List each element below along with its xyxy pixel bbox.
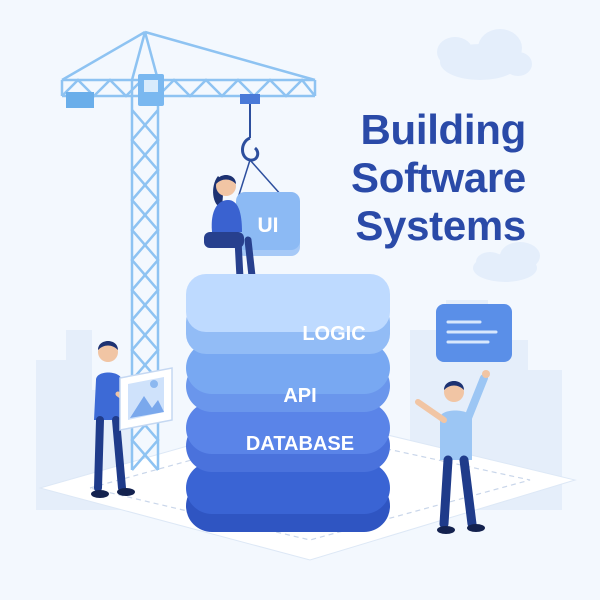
database-layer: DATABASE (186, 402, 390, 472)
ui-panel: UI (236, 192, 300, 256)
logic-layer-label: LOGIC (302, 323, 365, 345)
hook-icon (237, 104, 283, 199)
text-card-icon (436, 304, 512, 362)
database-layer-label: DATABASE (246, 433, 354, 455)
title-line-3: Systems (355, 202, 526, 249)
base-layer (186, 462, 390, 532)
man-right-icon (415, 370, 490, 534)
woman-icon (204, 175, 263, 292)
logic-layer: LOGIC (186, 274, 390, 354)
ui-layer-label: UI (258, 214, 279, 237)
crane-trolley (240, 94, 260, 104)
api-layer: API (186, 342, 390, 412)
cloud-icon (473, 242, 540, 282)
title-line-2: Software (351, 154, 526, 201)
crane-counterweight (66, 92, 94, 108)
title-line-1: Building (360, 106, 526, 153)
image-card-icon (119, 367, 173, 431)
crane-window (144, 80, 158, 92)
api-layer-label: API (283, 385, 316, 407)
cloud-icon (437, 29, 532, 80)
